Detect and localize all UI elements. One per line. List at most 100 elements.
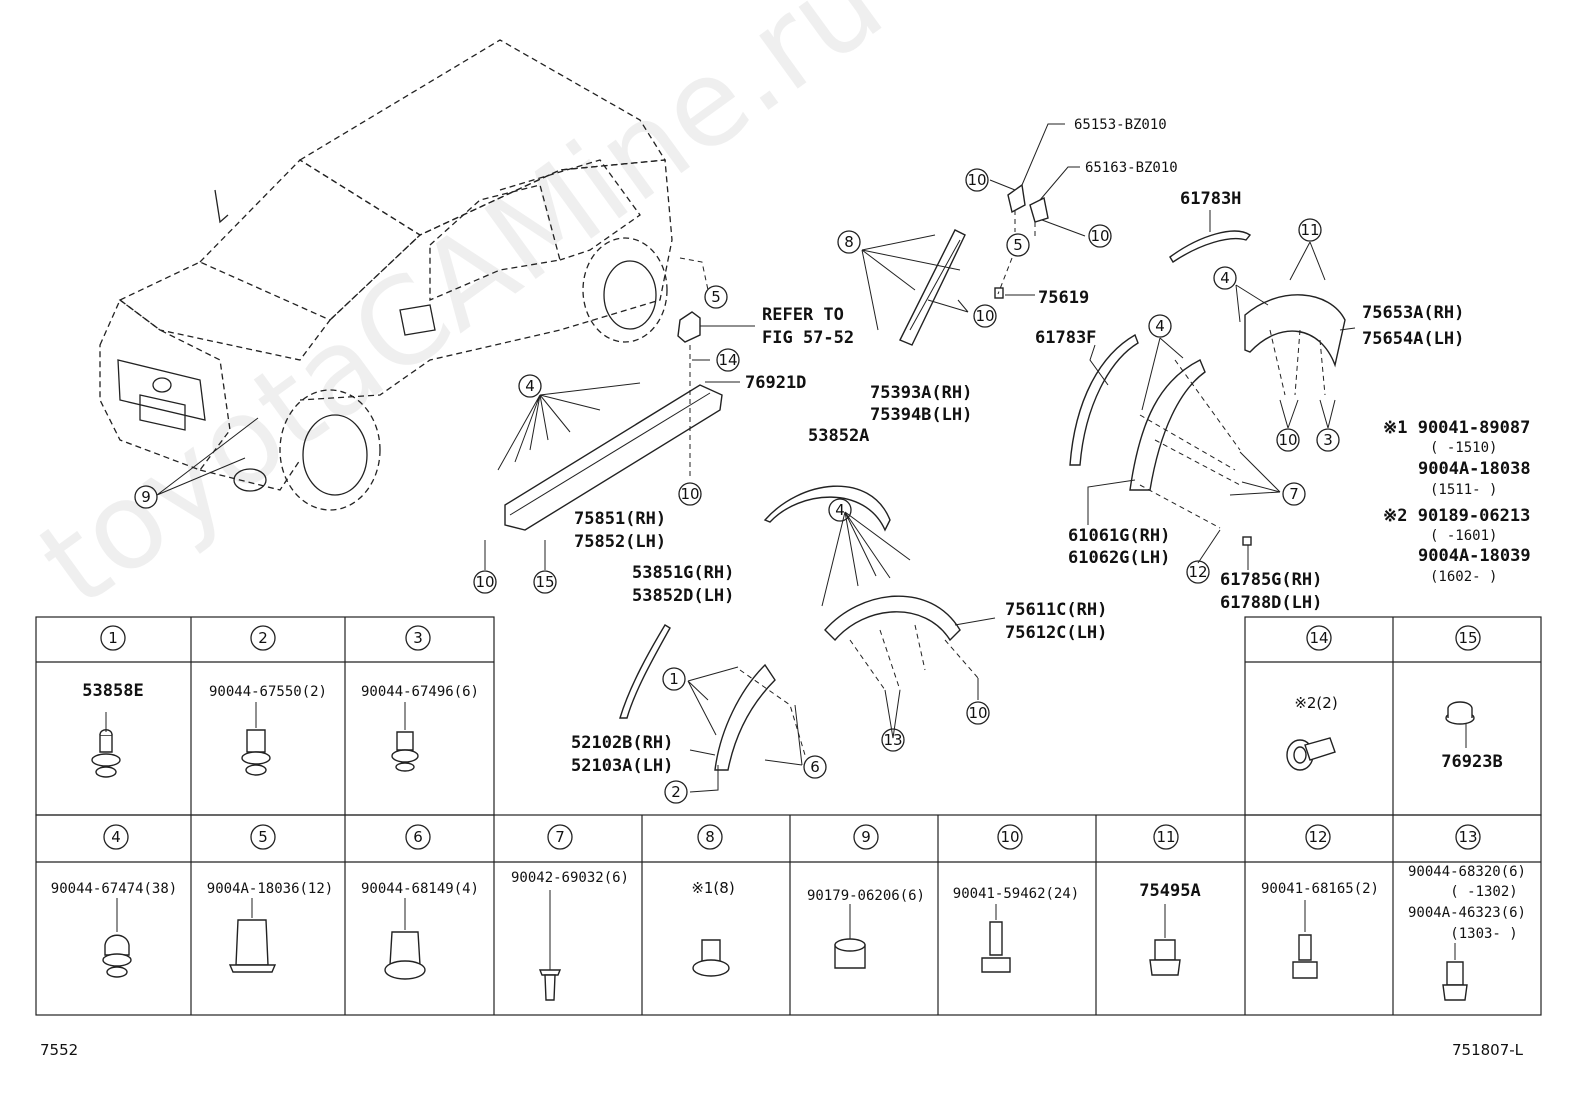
callout-12: 12 [1186,560,1210,584]
label-61785g-rh: 61785G(RH) [1220,570,1322,590]
legend-cell-9: 9 90179-06206(6) [807,824,925,904]
legend-cell-6: 6 90044-68149(4) [361,824,479,897]
svg-text:(1303- ): (1303- ) [1450,926,1517,942]
strip-61783h [1169,230,1252,263]
fastener-legend: 1 53858E 2 90044-67550(2) 3 90044-67496(… [35,616,1542,1016]
svg-text:53858E: 53858E [82,681,143,701]
clip-90044-68149-icon [384,898,426,980]
svg-text:90044-67496(6): 90044-67496(6) [361,684,479,700]
svg-text:90042-69032(6): 90042-69032(6) [511,870,629,886]
front-arch-trim-53852a [763,485,891,532]
parts-group [504,183,1346,771]
label-75619: 75619 [1038,288,1089,308]
legend-cell-3: 3 90044-67496(6) [361,625,479,700]
svg-text:3: 3 [1323,431,1333,449]
svg-text:4: 4 [525,377,535,395]
svg-text:9004A-46323(6): 9004A-46323(6) [1408,905,1526,921]
label-65153-bz010: 65153-BZ010 [1074,117,1167,133]
svg-text:※1(8): ※1(8) [691,879,734,897]
label-75852-lh: 75852(LH) [574,532,666,552]
label-52103a-lh: 52103A(LH) [571,756,673,776]
callouts: 9 5 14 4 10 10 15 8 10 10 10 5 11 4 10 3… [134,168,1340,804]
nut-90179-06206-icon [834,904,866,969]
rivet-90042-69032-icon [538,890,562,1001]
legend-cell-7: 7 90042-69032(6) [511,824,629,886]
svg-text:9004A-18036(12): 9004A-18036(12) [207,881,333,897]
cap-76923b-icon [1445,701,1475,748]
svg-text:10: 10 [475,573,494,591]
callout-4: 4 [828,498,852,522]
clip-53858e-icon [91,712,121,778]
part-75619 [994,287,1004,299]
legend-cell-13: 13 90044-68320(6) ( -1302) 9004A-46323(6… [1408,824,1526,942]
note-2-line-c: 9004A-18039 [1418,546,1531,566]
svg-text:1: 1 [108,629,118,647]
label-76921d: 76921D [745,373,806,393]
note-fig-57-52: FIG 57-52 [762,328,854,348]
svg-text:8: 8 [705,828,715,846]
svg-text:9: 9 [861,828,871,846]
note-2-line-d: (1602- ) [1430,569,1497,585]
svg-text:75495A: 75495A [1139,881,1200,901]
screw-90041-59462-icon [981,904,1011,973]
svg-text:7: 7 [555,828,565,846]
svg-text:10: 10 [967,171,986,189]
svg-text:7: 7 [1289,485,1299,503]
callout-7: 7 [1282,482,1306,506]
svg-text:15: 15 [1458,629,1477,647]
callout-10: 10 [678,482,702,506]
label-52102b-rh: 52102B(RH) [571,733,673,753]
callout-3: 3 [1316,428,1340,452]
supersession-notes: ※1 90041-89087 ( -1510) 9004A-18038 (151… [1383,418,1531,585]
pillar-garnish-75393a [899,229,966,346]
svg-text:14: 14 [718,351,737,369]
svg-text:90044-68320(6): 90044-68320(6) [1408,864,1526,880]
footer-figure-id: 751807-L [1452,1041,1524,1059]
legend-cell-11: 11 75495A [1139,824,1201,901]
clip-90044-67496-icon [391,702,419,772]
svg-text:10: 10 [975,307,994,325]
legend-cell-15: 15 76923B [1441,625,1503,772]
label-61788d-lh: 61788D(LH) [1220,593,1322,613]
svg-text:90041-59462(24): 90041-59462(24) [953,886,1079,902]
clip-90044-68320-icon [1442,943,1468,1001]
screw-90041-68165-icon [1292,900,1318,979]
svg-text:90179-06206(6): 90179-06206(6) [807,888,925,904]
callout-11: 11 [1298,218,1322,242]
label-65163-bz010: 65163-BZ010 [1085,160,1178,176]
legend-cell-8: 8 ※1(8) [691,824,735,897]
label-53852a: 53852A [808,426,869,446]
callout-4: 4 [518,374,542,398]
svg-text:10: 10 [1090,227,1109,245]
clip-refer [677,311,701,343]
svg-text:10: 10 [1278,431,1297,449]
svg-text:8: 8 [844,233,854,251]
note-1-line-d: (1511- ) [1430,482,1497,498]
svg-text:5: 5 [258,828,268,846]
nut-clip-icon [692,939,730,977]
svg-text:13: 13 [1458,828,1477,846]
callout-6: 6 [803,755,827,779]
svg-text:9: 9 [141,488,151,506]
bracket-65163 [1029,196,1049,223]
legend-cell-2: 2 90044-67550(2) [209,625,327,700]
callout-1: 1 [662,667,686,691]
label-61783h: 61783H [1180,189,1241,209]
legend-cell-5: 5 9004A-18036(12) [207,824,333,897]
callout-10: 10 [1088,224,1112,248]
svg-text:10: 10 [968,704,987,722]
svg-text:14: 14 [1309,629,1328,647]
label-61062g-lh: 61062G(LH) [1068,548,1170,568]
callout-10: 10 [965,168,989,192]
clip-90044-67474-icon [102,898,132,978]
rocker-molding-76921d [504,384,723,531]
note-1-line-b: ( -1510) [1430,440,1497,456]
svg-text:10: 10 [1000,828,1019,846]
note-2-line-b: ( -1601) [1430,528,1497,544]
svg-text:4: 4 [835,501,845,519]
bracket-65153 [1007,183,1026,214]
svg-text:13: 13 [883,731,902,749]
leader-lines [156,123,1356,793]
